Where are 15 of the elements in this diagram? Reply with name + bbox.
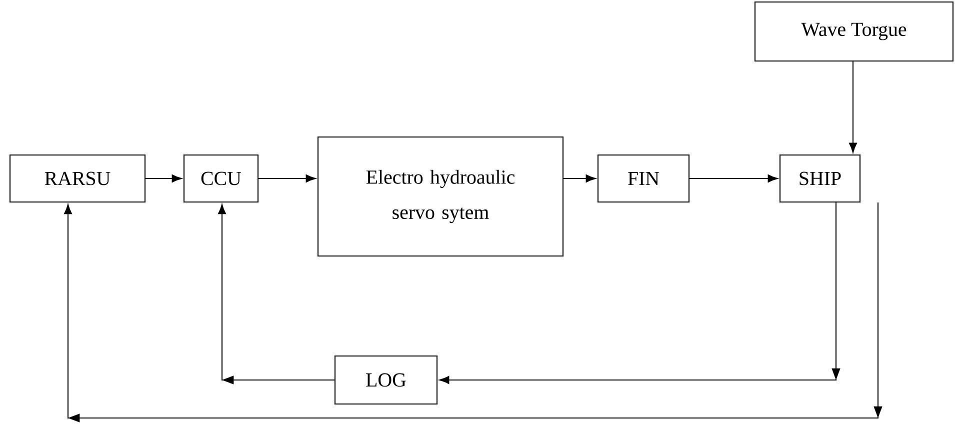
arrow bbox=[218, 204, 334, 384]
process-box: CCU bbox=[183, 154, 259, 203]
process-box: LOG bbox=[334, 355, 438, 405]
arrow bbox=[146, 174, 182, 182]
arrow bbox=[64, 202, 882, 422]
arrow bbox=[564, 174, 596, 182]
process-box: Electro hydroaulic servo sytem bbox=[317, 136, 564, 257]
arrow bbox=[439, 202, 840, 384]
arrow bbox=[849, 61, 857, 153]
process-box: SHIP bbox=[779, 154, 861, 203]
process-box: Wave Torgue bbox=[754, 1, 954, 62]
arrow bbox=[690, 174, 778, 182]
process-box: FIN bbox=[597, 154, 690, 203]
arrow bbox=[258, 174, 316, 182]
process-box: RARSU bbox=[9, 154, 146, 203]
